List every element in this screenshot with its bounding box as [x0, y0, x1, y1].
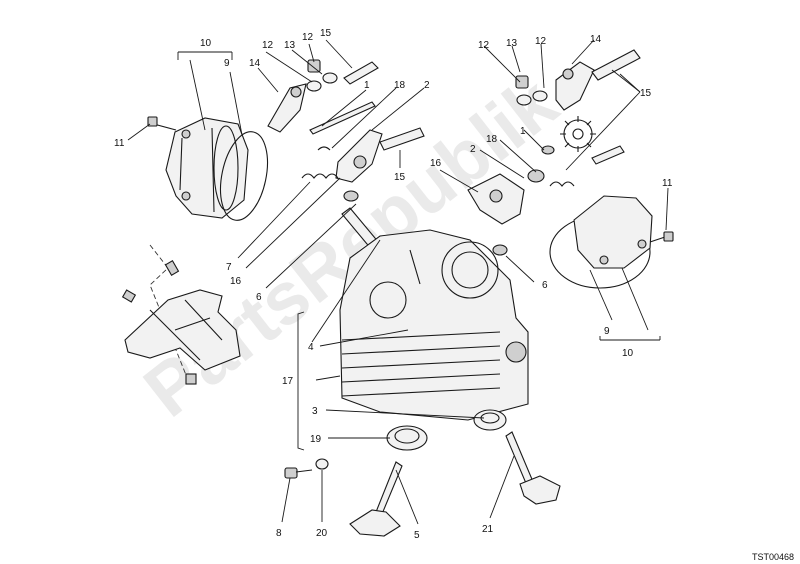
callout-16-a: 16: [230, 276, 242, 287]
pushrod-right: [591, 145, 625, 165]
callout-7: 7: [226, 262, 232, 273]
callout-15-b: 15: [394, 172, 406, 183]
callout-13-a: 13: [284, 40, 296, 51]
callout-12-a: 12: [262, 40, 274, 51]
callout-15-a: 15: [320, 28, 332, 39]
reference-code: TST00468: [752, 552, 794, 562]
callout-1-b: 1: [520, 126, 526, 137]
bolt-8: [284, 467, 313, 479]
washer-nut-group-right: [515, 75, 548, 106]
callout-1-a: 1: [364, 80, 370, 91]
callout-18-b: 18: [486, 134, 498, 145]
callout-6-b: 6: [542, 280, 548, 291]
callout-21: 21: [482, 524, 494, 535]
callout-9-left: 9: [224, 58, 230, 69]
valve-21: [505, 431, 561, 505]
callout-16-b: 16: [430, 158, 442, 169]
valve-5: [349, 461, 403, 537]
pin-15-left: [379, 127, 425, 151]
callout-15-c: 15: [640, 88, 652, 99]
callout-12-b: 12: [302, 32, 314, 43]
rocker-arm-left: [267, 83, 307, 133]
valve-guide-right: [492, 244, 508, 256]
washer-20: [315, 458, 329, 470]
callout-17: 17: [282, 376, 294, 387]
callout-2-b: 2: [470, 144, 476, 155]
rocker-arm-right: [555, 61, 595, 111]
callout-11-left: 11: [114, 138, 125, 149]
rocker-shaft-upper-left: [343, 61, 379, 85]
callout-3: 3: [312, 406, 318, 417]
valve-seat-right: [473, 409, 507, 431]
pushrod-left: [309, 101, 376, 135]
spring-left: [301, 146, 339, 179]
valve-seat-left: [386, 425, 428, 451]
screw-11-left: [147, 116, 177, 131]
callout-14-a: 14: [249, 58, 261, 69]
gear-symbol: [560, 116, 596, 152]
callout-20: 20: [316, 528, 328, 539]
callout-5: 5: [414, 530, 420, 541]
callout-12-d: 12: [535, 36, 547, 47]
rocker-shaft-upper-right: [591, 49, 641, 81]
callout-18-a: 18: [394, 80, 406, 91]
callout-2-a: 2: [424, 80, 430, 91]
bracket-left: [121, 289, 241, 385]
callout-11-right: 11: [662, 178, 673, 189]
small-pin: [164, 260, 180, 276]
callout-4: 4: [308, 342, 314, 353]
intake-flange-left: [165, 117, 249, 219]
callout-12-c: 12: [478, 40, 490, 51]
callout-19: 19: [310, 434, 322, 445]
rocker-arm-2-left: [335, 129, 383, 183]
o-ring-left: [219, 131, 269, 221]
cylinder-head: [339, 229, 529, 421]
valve-cover-right: [573, 195, 653, 269]
callout-6-a: 6: [256, 292, 262, 303]
washer-nut-group-left: [306, 59, 338, 92]
callout-10-right: 10: [622, 348, 634, 359]
callout-13-b: 13: [506, 38, 518, 49]
rocker-arm-2-right: [467, 145, 555, 225]
callout-14-b: 14: [590, 34, 602, 45]
leader-lines: [127, 39, 669, 525]
callout-9-right: 9: [604, 326, 610, 337]
spring-right: [549, 181, 575, 187]
callout-8: 8: [276, 528, 282, 539]
callout-10-left: 10: [200, 38, 212, 49]
screw-11-right: [649, 231, 674, 243]
